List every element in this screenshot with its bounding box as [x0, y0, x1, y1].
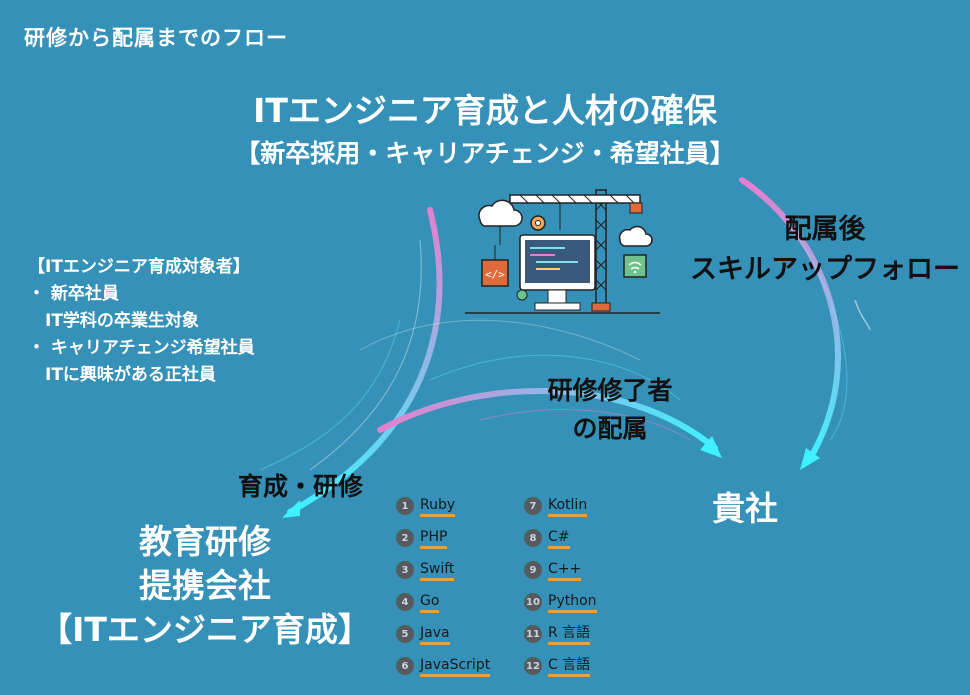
language-item: 4 Go — [396, 586, 490, 618]
language-item: 11 R 言語 — [524, 618, 597, 650]
target-line: IT学科の卒業生対象 — [28, 311, 199, 331]
number-badge: 4 — [396, 593, 414, 611]
language-item: 10 Python — [524, 586, 597, 618]
cloud-icon — [478, 199, 523, 245]
training-label: 育成・研修 — [238, 472, 364, 501]
language-name: Kotlin — [548, 496, 588, 517]
follow-label-line: 配属後 — [784, 214, 866, 245]
language-list-right: 7 Kotlin 8 C# 9 C++ 10 Python 11 R 言語 12 C 言語 — [524, 490, 597, 682]
arrow-assign — [377, 388, 718, 451]
language-item: 3 Swift — [396, 554, 490, 586]
partner-label-line: 教育研修 — [139, 522, 271, 561]
language-item: 12 C 言語 — [524, 650, 597, 682]
language-item: 7 Kotlin — [524, 490, 597, 522]
number-badge: 10 — [524, 593, 542, 611]
number-badge: 8 — [524, 529, 542, 547]
assign-label-line: 研修修了者 — [547, 376, 673, 405]
svg-text:</>: </> — [485, 268, 505, 281]
follow-label-line: スキルアップフォロー — [690, 254, 960, 285]
target-heading: 【ITエンジニア育成対象者】 — [28, 257, 250, 277]
number-badge: 6 — [396, 657, 414, 675]
number-badge: 1 — [396, 497, 414, 515]
crane-icon — [509, 189, 643, 312]
follow-label: 配属後 スキルアップフォロー — [690, 210, 960, 290]
language-name: Python — [548, 592, 597, 613]
language-name: Go — [420, 592, 440, 613]
number-badge: 9 — [524, 561, 542, 579]
target-line: ITに興味がある正社員 — [28, 365, 216, 385]
language-item: 6 JavaScript — [396, 650, 491, 682]
language-name: JavaScript — [420, 656, 491, 677]
language-name: Ruby — [420, 496, 456, 517]
main-title: ITエンジニア育成と人材の確保 — [253, 91, 717, 130]
language-name: C++ — [548, 560, 582, 581]
number-badge: 3 — [396, 561, 414, 579]
target-line: ・ キャリアチェンジ希望社員 — [28, 338, 255, 358]
language-list-left: 1 Ruby 2 PHP 3 Swift 4 Go 5 Java 6 JavaScript — [396, 490, 491, 682]
language-item: 9 C++ — [524, 554, 597, 586]
partner-label-line: 【ITエンジニア育成】 — [39, 610, 371, 649]
language-name: Swift — [420, 560, 455, 581]
flow-title: 研修から配属までのフロー — [24, 26, 288, 50]
arrow-follow — [739, 177, 841, 465]
language-name: C# — [548, 528, 570, 549]
gear-icon — [516, 215, 546, 301]
main-subtitle: 【新卒採用・キャリアチェンジ・希望社員】 — [235, 139, 735, 168]
number-badge: 11 — [524, 625, 542, 643]
number-badge: 2 — [396, 529, 414, 547]
partner-label-line: 提携会社 — [139, 566, 271, 605]
language-item: 5 Java — [396, 618, 490, 650]
language-name: PHP — [420, 528, 448, 549]
assign-label-line: の配属 — [572, 414, 648, 443]
language-item: 2 PHP — [396, 522, 490, 554]
arrow-to-training — [287, 207, 443, 515]
target-list: 【ITエンジニア育成対象者】 ・ 新卒社員 IT学科の卒業生対象 ・ キャリアチ… — [28, 254, 255, 389]
assign-label: 研修修了者 の配属 — [505, 372, 715, 448]
wifi-icon — [618, 225, 653, 278]
language-item: 8 C# — [524, 522, 597, 554]
number-badge: 7 — [524, 497, 542, 515]
number-badge: 12 — [524, 657, 542, 675]
company-label: 貴社 — [712, 489, 778, 528]
it-illustration: </> — [465, 189, 660, 314]
language-name: Java — [420, 624, 450, 645]
language-item: 1 Ruby — [396, 490, 490, 522]
code-icon: </> — [481, 245, 509, 287]
monitor-icon — [519, 234, 596, 311]
target-line: ・ 新卒社員 — [28, 284, 119, 304]
language-name: C 言語 — [548, 656, 591, 677]
language-name: R 言語 — [548, 624, 591, 645]
partner-label: 教育研修 提携会社 【ITエンジニア育成】 — [20, 520, 390, 652]
number-badge: 5 — [396, 625, 414, 643]
